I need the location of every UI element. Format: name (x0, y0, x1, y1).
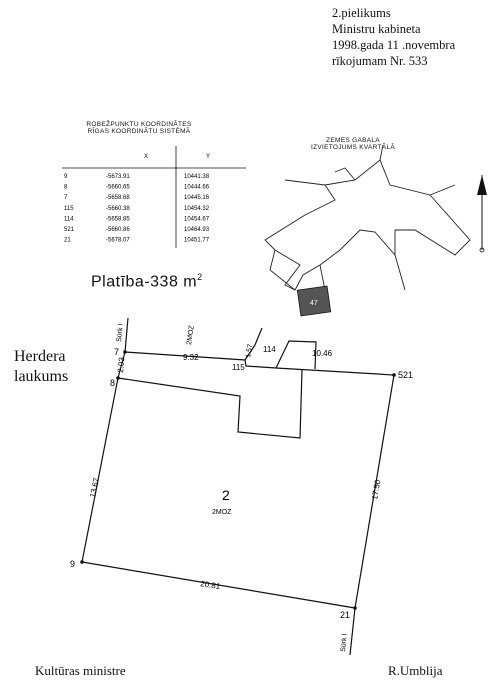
boundary-point-21 (353, 606, 357, 610)
building-outline-rear (275, 340, 317, 370)
parcel-code: 2MOZ (212, 509, 232, 516)
street-line (394, 254, 406, 291)
table-cell-x: -5673.91 (106, 174, 130, 180)
dimension-521-21: 17.50 (370, 479, 382, 501)
parcel-boundary (81, 351, 395, 609)
street-name: Herdera laukums (14, 347, 68, 387)
street-line (379, 144, 384, 161)
point-label-521: 521 (398, 370, 413, 380)
survey-mark-label-bottom: Sūrk I (340, 633, 349, 652)
area-label: Platība-338 m2 (91, 272, 203, 291)
table-cell-y: 10441.38 (184, 174, 210, 180)
dimension-114-521: 10.46 (312, 349, 333, 358)
table-cell-x: -5660.38 (106, 206, 130, 212)
street-line (284, 179, 326, 186)
table-cell-pt: 114 (64, 216, 74, 222)
neighbor-boundary (244, 327, 263, 361)
street-line (334, 167, 356, 181)
table-cell-x: -5658.68 (106, 195, 130, 201)
street-line (319, 264, 326, 291)
parcel-highlight-label: 47 (310, 300, 318, 307)
dimension-7-8: 2.03 (116, 356, 126, 373)
map-title-line-2: IZVIETOJUMS KVARTĀLĀ (310, 144, 396, 151)
north-arrow-icon (477, 175, 487, 253)
point-label-7: 7 (114, 347, 119, 357)
survey-line (124, 317, 129, 353)
boundary-point-7 (123, 350, 127, 354)
coord-table-title: ROBEŽPUNKTU KOORDINĀTES RĪGAS KOORDINĀTU… (64, 121, 214, 135)
building-outline (117, 369, 303, 439)
table-cell-x: -5658.85 (106, 216, 130, 222)
coord-title-line-2: RĪGAS KOORDINĀTU SISTĒMĀ (87, 128, 191, 135)
street-line (269, 249, 296, 291)
boundary-point-521 (392, 373, 396, 377)
dimension-9-21: 20.81 (200, 579, 222, 591)
point-label-114: 114 (263, 345, 276, 354)
boundary-point-9 (80, 560, 84, 564)
table-cell-y: 10464.93 (184, 227, 210, 233)
point-label-9: 9 (70, 559, 75, 569)
survey-mark-label-top: Sūrk I (116, 323, 125, 342)
neighbor-code: 2MOZ (186, 324, 196, 345)
street-name-line-2: laukums (14, 368, 69, 385)
table-cell-y: 10454.32 (184, 206, 210, 212)
area-text: Platība-338 m (91, 273, 198, 291)
table-cell-pt: 521 (64, 227, 75, 233)
boundary-point-8 (116, 376, 120, 380)
table-cell-x: -5678.07 (106, 238, 130, 244)
street-block-outline (264, 159, 471, 291)
table-cell-pt: 21 (64, 238, 71, 244)
annex-line-4: rīkojumam Nr. 533 (332, 54, 428, 68)
parcel-number: 2 (222, 487, 230, 503)
table-cell-y: 10444.66 (184, 185, 210, 191)
table-cell-y: 10445.16 (184, 195, 210, 201)
table-cell-pt: 115 (64, 206, 74, 212)
signer-title: Kultūras ministre (35, 663, 126, 678)
table-cell-pt: 9 (64, 174, 68, 180)
annex-line-1: 2.pielikums (332, 6, 391, 20)
situation-map: 47 (264, 144, 487, 317)
table-cell-pt: 7 (64, 195, 68, 201)
annex-line-3: 1998.gada 11 .novembra (332, 38, 456, 52)
street-name-line-1: Herdera (14, 348, 66, 365)
point-label-115: 115 (232, 363, 245, 372)
annex-line-2: Ministru kabineta (332, 22, 421, 36)
col-y-header: Y (206, 154, 210, 160)
dimension-8-9: 13.67 (88, 476, 101, 498)
col-x-header: X (144, 154, 148, 160)
parcel-highlight (296, 285, 332, 317)
signer-name: R.Umblija (388, 663, 443, 678)
table-cell-y: 10454.67 (184, 216, 210, 222)
table-cell-x: -5660.65 (106, 185, 130, 191)
point-label-8: 8 (110, 378, 115, 388)
table-cell-pt: 8 (64, 185, 68, 191)
street-line (429, 184, 456, 196)
coord-rows: 9 -5673.91 10441.38 8 -5660.65 10444.66 7 -5658… (64, 174, 210, 244)
coord-table: X Y 9 -5673.91 10441.38 8 -5660.65 10444.66 7 -… (62, 146, 246, 248)
map-title: ZEMES GABALA IZVIETOJUMS KVARTĀLĀ (298, 137, 408, 151)
dimension-7-115: 9.32 (183, 353, 199, 362)
table-cell-x: -5660.86 (106, 227, 130, 233)
survey-line (349, 607, 356, 656)
coord-title-line-1: ROBEŽPUNKTU KOORDINĀTES (86, 121, 192, 128)
map-title-line-1: ZEMES GABALA (326, 137, 380, 144)
point-label-21: 21 (340, 610, 350, 620)
table-cell-y: 10451.77 (184, 238, 210, 244)
dimension-115-114: 1.57 (245, 344, 254, 359)
area-unit-exponent: 2 (197, 272, 203, 282)
annex-header: 2.pielikums Ministru kabineta 1998.gada … (332, 5, 455, 69)
